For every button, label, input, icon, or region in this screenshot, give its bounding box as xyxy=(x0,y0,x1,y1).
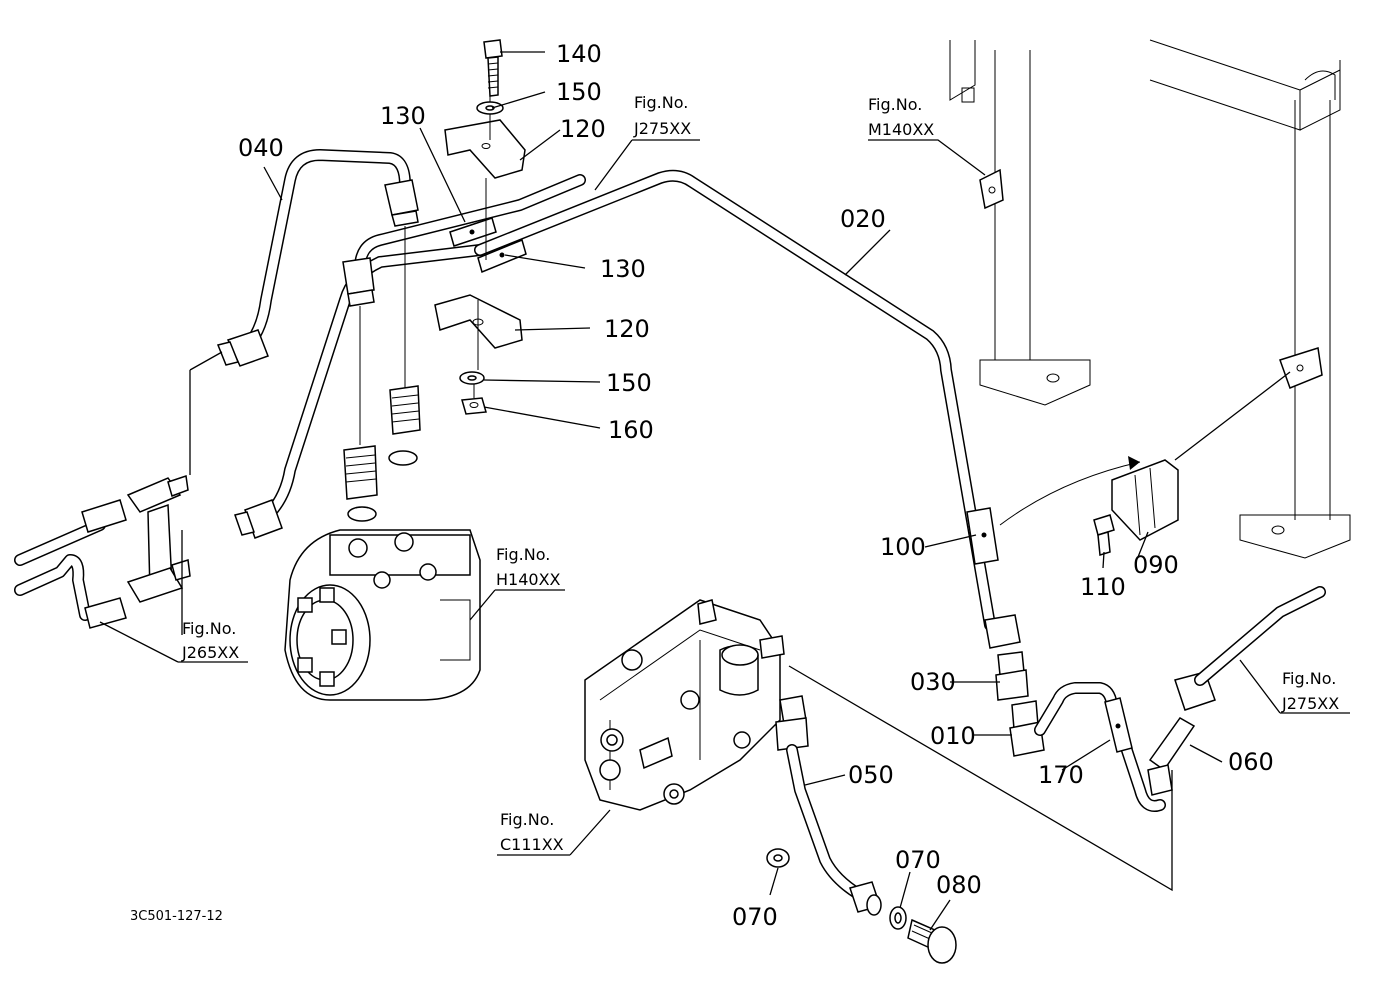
document-code: 3C501-127-12 xyxy=(130,909,223,924)
svg-text:Fig.No.: Fig.No. xyxy=(868,95,922,114)
pipe-050 xyxy=(766,695,957,964)
frame-structure xyxy=(949,39,1351,559)
label-150-top: 150 xyxy=(556,78,602,106)
label-100: 100 xyxy=(880,533,926,561)
control-valve xyxy=(584,599,785,811)
svg-text:Fig.No.: Fig.No. xyxy=(634,93,688,112)
svg-text:Fig.No.: Fig.No. xyxy=(182,619,236,638)
label-110: 110 xyxy=(1080,573,1126,601)
left-junction-assembly xyxy=(14,475,191,629)
clamp-fasteners xyxy=(359,39,526,445)
steering-unit xyxy=(284,385,481,701)
label-140: 140 xyxy=(556,40,602,68)
fig-ref-j265: Fig.No. J265XX xyxy=(181,619,239,662)
label-150-lower: 150 xyxy=(606,369,652,397)
label-070-left: 070 xyxy=(732,903,778,931)
label-070-right: 070 xyxy=(895,846,941,874)
leader-lines xyxy=(99,51,1350,931)
label-120-top: 120 xyxy=(560,115,606,143)
svg-text:Fig.No.: Fig.No. xyxy=(1282,669,1336,688)
svg-text:J275XX: J275XX xyxy=(1281,694,1339,713)
label-090: 090 xyxy=(1133,551,1179,579)
label-120-lower: 120 xyxy=(604,315,650,343)
label-030: 030 xyxy=(910,668,956,696)
svg-text:Fig.No.: Fig.No. xyxy=(500,810,554,829)
label-170: 170 xyxy=(1038,761,1084,789)
figure-references: Fig.No. J275XX Fig.No. M140XX Fig.No. H1… xyxy=(181,93,1339,854)
svg-text:J275XX: J275XX xyxy=(633,119,691,138)
svg-text:Fig.No.: Fig.No. xyxy=(496,545,550,564)
reference-lines xyxy=(181,371,1291,892)
fig-ref-j275-top: Fig.No. J275XX xyxy=(633,93,691,138)
svg-text:M140XX: M140XX xyxy=(868,120,934,139)
label-080: 080 xyxy=(936,871,982,899)
label-130-lower: 130 xyxy=(600,255,646,283)
fig-ref-j275-right: Fig.No. J275XX xyxy=(1281,669,1339,713)
part-number-labels: 140 150 120 130 040 130 120 150 160 020 … xyxy=(238,40,1274,931)
fig-ref-c111: Fig.No. C111XX xyxy=(500,810,564,854)
label-040: 040 xyxy=(238,134,284,162)
right-pipes xyxy=(984,456,1326,812)
svg-text:J265XX: J265XX xyxy=(181,643,239,662)
label-130-top: 130 xyxy=(380,102,426,130)
left-pipes xyxy=(216,149,999,631)
svg-text:C111XX: C111XX xyxy=(500,835,564,854)
label-050: 050 xyxy=(848,761,894,789)
label-010: 010 xyxy=(930,722,976,750)
label-160: 160 xyxy=(608,416,654,444)
label-020: 020 xyxy=(840,205,886,233)
svg-text:H140XX: H140XX xyxy=(496,570,561,589)
fig-ref-m140: Fig.No. M140XX xyxy=(868,95,934,139)
fig-ref-h140: Fig.No. H140XX xyxy=(496,545,561,589)
label-060: 060 xyxy=(1228,748,1274,776)
